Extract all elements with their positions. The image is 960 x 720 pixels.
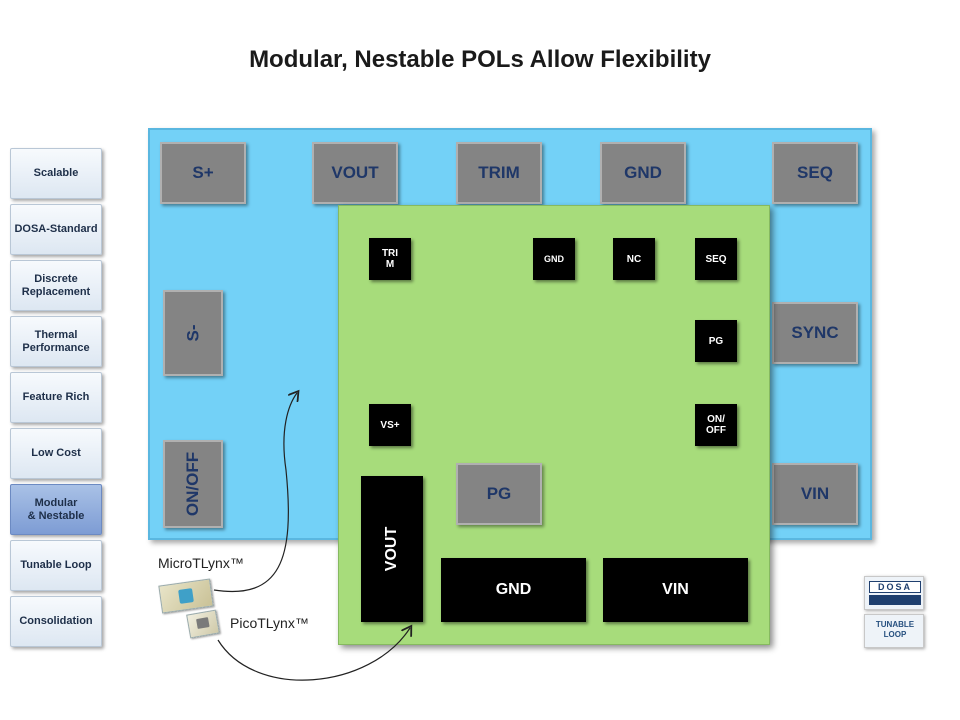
pico-label: PicoTLynx™ [230,615,309,631]
pico-pad-seq: SEQ [695,238,737,280]
nav-item-tunable-loop[interactable]: Tunable Loop [10,540,102,591]
nav-item-feature-rich[interactable]: Feature Rich [10,372,102,423]
dosa-logo: DOSA [864,576,924,610]
pico-pad-nc: NC [613,238,655,280]
micro-pad-on-off: ON/OFF [163,440,223,528]
page-title: Modular, Nestable POLs Allow Flexibility [249,46,711,73]
pico-pad-pg: PG [695,320,737,362]
pico-pad-on-off: ON/ OFF [695,404,737,446]
micro-pad-gnd: GND [600,142,686,204]
micro-pad-s-minus: S- [163,290,223,376]
micro-arrow [213,393,297,592]
pico-arrow [217,628,410,681]
nav-item-modular-nestable[interactable]: Modular & Nestable [10,484,102,535]
nav-item-low-cost[interactable]: Low Cost [10,428,102,479]
micro-pad-s-plus: S+ [160,142,246,204]
pico-pad-gnd-large: GND [441,558,586,622]
micro-pad-vout: VOUT [312,142,398,204]
nav-item-discrete-replacement[interactable]: Discrete Replacement [10,260,102,311]
nav-item-dosa-standard[interactable]: DOSA-Standard [10,204,102,255]
pico-pad-trim: TRI M [369,238,411,280]
micro-pad-trim: TRIM [456,142,542,204]
pico-pad-vin-large: VIN [603,558,748,622]
pico-pad-vout: VOUT [361,476,423,622]
tunable-loop-logo: TUNABLE LOOP [864,614,924,648]
micro-pad-sync: SYNC [772,302,858,364]
nav-item-scalable[interactable]: Scalable [10,148,102,199]
pico-pad-vs-plus: VS+ [369,404,411,446]
pico-pad-gnd: GND [533,238,575,280]
micro-pad-vin: VIN [772,463,858,525]
nav-item-consolidation[interactable]: Consolidation [10,596,102,647]
micro-pad-seq: SEQ [772,142,858,204]
micro-pad-pg: PG [456,463,542,525]
micro-label: MicroTLynx™ [158,555,244,571]
nav-item-thermal-performance[interactable]: Thermal Performance [10,316,102,367]
